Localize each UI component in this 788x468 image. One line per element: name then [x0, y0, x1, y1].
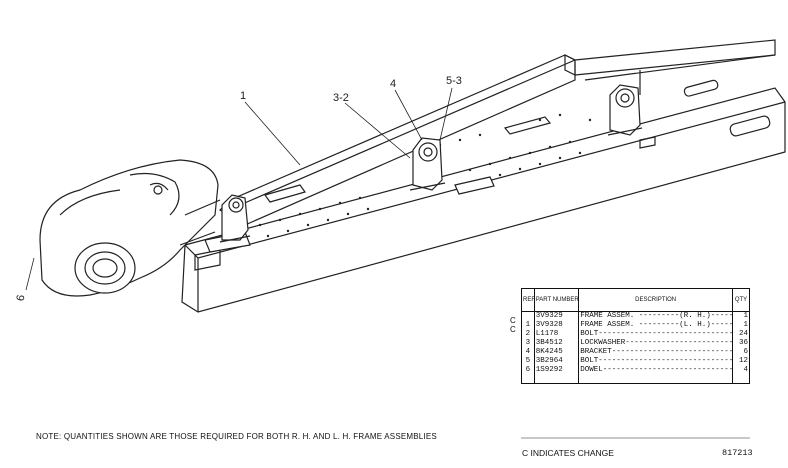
cell-part-number: 3B4512	[534, 339, 580, 348]
table-row: 2 L1178 BOLT----------------------------…	[521, 330, 750, 339]
change-mark-1: C	[510, 316, 516, 325]
table-row: 4 8K4245 BRACKET------------------------…	[521, 348, 750, 357]
drawing-number: 817213	[722, 448, 753, 458]
table-row: 3V9329 FRAME ASSEM. ---------(R. H.)----…	[521, 311, 750, 321]
upper-rail	[574, 39, 776, 95]
table-row: 1 3V9328 FRAME ASSEM. ---------(L. H.)--…	[521, 321, 750, 330]
cell-description: FRAME ASSEM. ---------(L. H.)------	[578, 321, 734, 330]
cell-description: BRACKET----------------------------	[578, 348, 734, 357]
cell-description: BOLT---------------------------------	[578, 357, 734, 366]
cell-part-number: 3V9328	[534, 321, 580, 330]
cell-description: BOLT---------------------------------	[578, 330, 734, 339]
cell-qty: 4	[732, 366, 750, 384]
callout-4: 4	[390, 78, 397, 90]
bracket-middle	[409, 137, 495, 195]
cell-qty: 1	[732, 321, 750, 330]
callout-3-2: 3-2	[333, 92, 349, 104]
cell-qty: 6	[732, 348, 750, 357]
cell-ref: 4	[521, 348, 535, 357]
quantities-note: NOTE: QUANTITIES SHOWN ARE THOSE REQUIRE…	[36, 432, 437, 441]
header-description: DESCRIPTION	[578, 288, 734, 312]
cell-ref: 1	[521, 321, 535, 330]
cell-part-number: 1S9292	[534, 366, 580, 384]
cell-qty: 12	[732, 357, 750, 366]
leader-lines	[25, 87, 453, 291]
bracket-rear	[607, 84, 656, 149]
parts-list-table: REF NO. PART NUMBER DESCRIPTION QTY 3V93…	[521, 288, 750, 384]
cell-ref: 6	[521, 366, 535, 384]
cell-ref	[521, 311, 535, 321]
cell-ref: 2	[521, 330, 535, 339]
callout-1: 1	[240, 90, 247, 102]
cell-part-number: 8K4245	[534, 348, 580, 357]
cell-qty: 1	[732, 311, 750, 321]
header-ref-no: REF NO.	[521, 288, 535, 312]
idler-yoke	[39, 159, 221, 297]
bracket-front	[219, 194, 251, 243]
header-qty: QTY	[732, 288, 750, 312]
cell-description: DOWEL-------------------------------	[578, 366, 734, 384]
header-part-number: PART NUMBER	[533, 288, 580, 312]
cell-description: FRAME ASSEM. ---------(R. H.)------	[578, 311, 734, 321]
cell-part-number: L1178	[534, 330, 580, 339]
table-row: 5 3B2964 BOLT---------------------------…	[521, 357, 750, 366]
cell-description: LOCKWASHER-------------------------	[578, 339, 734, 348]
table-header-row: REF NO. PART NUMBER DESCRIPTION QTY	[521, 288, 750, 312]
cell-ref: 3	[521, 339, 535, 348]
cell-part-number: 3V9329	[534, 311, 580, 321]
table-row: 6 1S9292 DOWEL--------------------------…	[521, 366, 750, 384]
callout-5-3: 5-3	[446, 75, 462, 87]
cell-ref: 5	[521, 357, 535, 366]
cell-qty: 36	[732, 339, 750, 348]
change-mark-2: C	[510, 325, 516, 334]
table-row: 3 3B4512 LOCKWASHER---------------------…	[521, 339, 750, 348]
change-legend: C INDICATES CHANGE	[522, 448, 614, 458]
cell-part-number: 3B2964	[534, 357, 580, 366]
cell-qty: 24	[732, 330, 750, 339]
